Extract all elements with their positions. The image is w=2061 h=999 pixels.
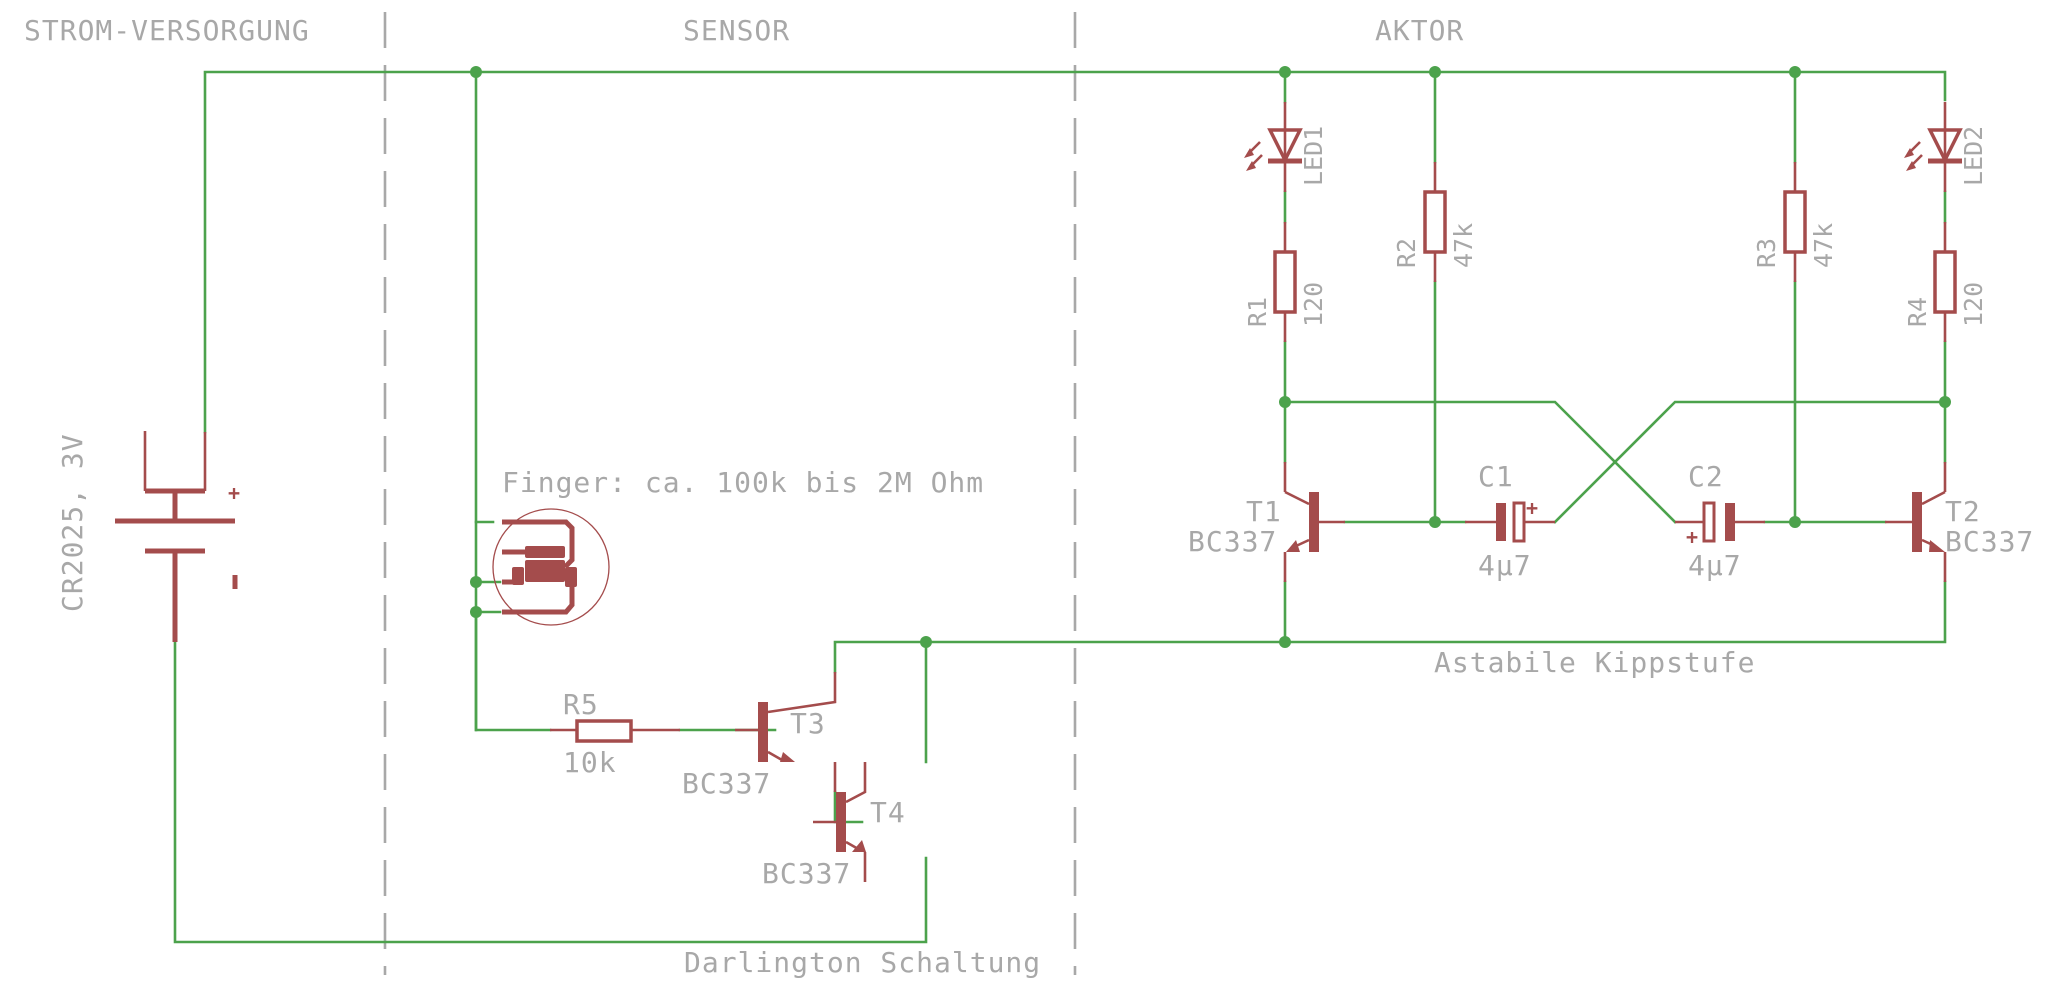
r5-value: 10k <box>563 746 617 779</box>
c1-name: C1 <box>1478 460 1514 493</box>
resistor-r2 <box>1423 162 1447 282</box>
r3-name: R3 <box>1752 238 1781 268</box>
c1-plus: + <box>1526 496 1538 520</box>
battery-label: CR2025, 3V <box>56 433 89 612</box>
r2-name: R2 <box>1392 238 1421 268</box>
r4-name: R4 <box>1903 297 1932 327</box>
t3-name: T3 <box>790 707 826 740</box>
t2-name: T2 <box>1945 495 1981 528</box>
c2-name: C2 <box>1688 460 1724 493</box>
t4-name: T4 <box>870 796 906 829</box>
led1-symbol <box>1244 102 1303 192</box>
t1-value: BC337 <box>1188 525 1277 558</box>
r5-name: R5 <box>563 688 599 721</box>
transistor-t2 <box>1885 462 1947 582</box>
section-label-power: STROM-VERSORGUNG <box>24 14 310 47</box>
r4-value: 120 <box>1959 282 1988 327</box>
transistor-t4 <box>813 762 867 882</box>
transistor-t1 <box>1283 462 1345 582</box>
battery-plus-label: + <box>228 481 240 505</box>
led1-name: LED1 <box>1299 126 1328 186</box>
r3-value: 47k <box>1809 223 1838 268</box>
led2-symbol <box>1904 102 1963 192</box>
junction-nodes <box>470 66 1951 648</box>
wires <box>173 70 1947 944</box>
resistor-r1 <box>1273 222 1297 342</box>
section-label-sensor: SENSOR <box>683 14 790 47</box>
t4-value: BC337 <box>762 857 851 890</box>
darlington-annotation: Darlington Schaltung <box>684 946 1041 979</box>
led2-name: LED2 <box>1959 126 1988 186</box>
astable-annotation: Astabile Kippstufe <box>1434 646 1755 679</box>
resistor-r3 <box>1783 162 1807 282</box>
c2-value: 4µ7 <box>1688 549 1742 582</box>
t3-value: BC337 <box>682 767 771 800</box>
t2-value: BC337 <box>1945 525 2034 558</box>
resistor-r5 <box>550 719 680 743</box>
transistor-t3 <box>735 672 837 792</box>
capacitor-c2 <box>1675 501 1765 543</box>
finger-annotation: Finger: ca. 100k bis 2M Ohm <box>502 466 984 499</box>
section-label-actor: AKTOR <box>1375 14 1464 47</box>
t1-name: T1 <box>1246 495 1282 528</box>
r2-value: 47k <box>1449 223 1478 268</box>
touch-sensor-symbol <box>492 508 610 626</box>
c2-plus: + <box>1686 525 1698 549</box>
resistor-r4 <box>1933 222 1957 342</box>
r1-value: 120 <box>1299 282 1328 327</box>
capacitor-c1 <box>1465 501 1555 543</box>
battery-symbol <box>115 431 235 642</box>
c1-value: 4µ7 <box>1478 549 1532 582</box>
r1-name: R1 <box>1243 297 1272 327</box>
